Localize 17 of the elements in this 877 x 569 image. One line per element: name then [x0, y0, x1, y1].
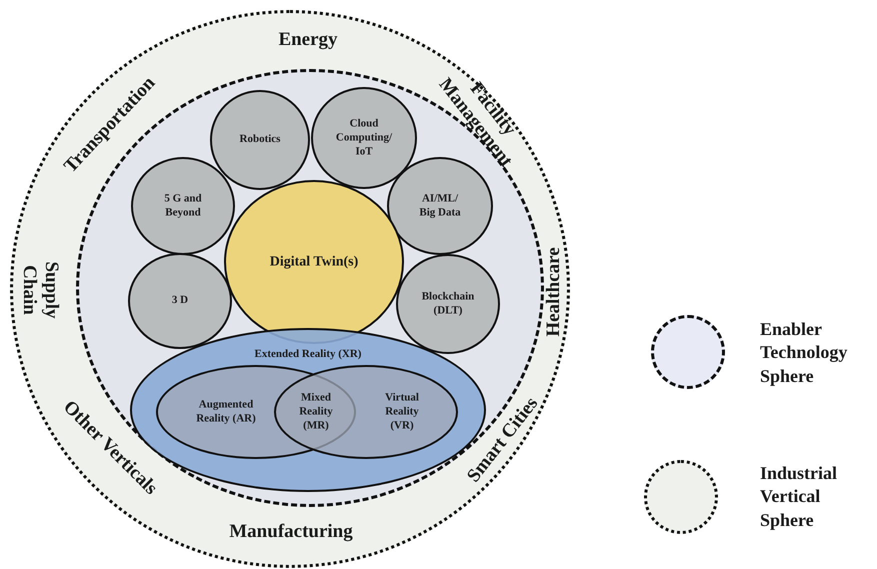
- sector-label: Healthcare: [543, 246, 565, 339]
- node-label: 3 D: [170, 294, 190, 308]
- node-label: Augmented Reality (AR): [195, 398, 257, 426]
- sector-label: Supply Chain: [18, 260, 62, 321]
- legend-label: Enabler Technology Sphere: [760, 318, 848, 388]
- node-label: Cloud Computing/ IoT: [334, 117, 394, 159]
- sector-label: Energy: [277, 29, 339, 51]
- node-label: Robotics: [238, 133, 282, 147]
- node-label: AI/ML/ Big Data: [418, 192, 462, 220]
- node-label: Virtual Reality (VR): [384, 391, 420, 433]
- node-label: Extended Reality (XR): [254, 348, 362, 362]
- sector-label: Manufacturing: [228, 521, 354, 543]
- legend-label: Industrial Vertical Sphere: [760, 462, 838, 532]
- node-label: Mixed Reality (MR): [298, 391, 334, 433]
- node-label: 5 G and Beyond: [163, 192, 203, 220]
- node-label: Digital Twin(s): [268, 253, 360, 271]
- node-label: Blockchain (DLT): [420, 290, 476, 318]
